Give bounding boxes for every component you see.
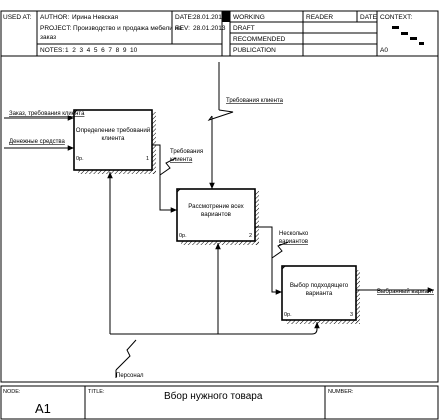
reader-date-label: DATE <box>360 14 378 21</box>
label-mechanism-staff: Персонал <box>116 373 144 379</box>
footer-frame <box>0 385 439 420</box>
used-at-label: USED AT: <box>3 14 32 21</box>
author-label: AUTHOR: <box>40 14 69 21</box>
context-thumbnail <box>392 26 424 45</box>
rev-value: 28.01.2013 <box>193 25 226 32</box>
date-label: DATE: <box>175 14 194 21</box>
activity-3-name-continued: варианта <box>306 290 333 297</box>
label-several: Несколько <box>279 231 309 237</box>
activity-2-cost: 0р. <box>179 233 187 239</box>
project-value: Производство и продажа мебели на <box>73 24 182 32</box>
label-input-order: Заказ, требования клиента <box>9 111 85 117</box>
arrow-a2-to-a3 <box>255 226 282 295</box>
notes-label: NOTES: <box>40 47 64 54</box>
status-draft: DRAFT <box>233 25 255 32</box>
node-value: A1 <box>35 401 51 416</box>
squiggle-a1-a2 <box>159 157 177 176</box>
activity-1-name: Определение требований <box>76 127 151 134</box>
date-value: 28.01.2013 <box>193 14 226 21</box>
number-label: NUMBER: <box>328 389 354 395</box>
diagram-border <box>0 55 439 383</box>
context-node: A0 <box>380 47 388 54</box>
project-label: PROJECT: <box>40 25 72 32</box>
activity-box-1[interactable]: Определение требований клиента 0р. 1 <box>73 109 156 174</box>
status-working: WORKING <box>233 14 265 21</box>
label-requirements: Требования <box>170 149 203 155</box>
status-publication: PUBLICATION <box>233 47 276 54</box>
squiggle-a2-a3 <box>271 241 289 259</box>
activity-box-3[interactable]: Выбор подходящего варианта 0р. 3 <box>281 265 360 324</box>
activity-2-name-continued: вариантов <box>201 211 232 218</box>
arrow-mechanism-a3 <box>218 322 320 335</box>
arrow-mechanism-a2 <box>110 243 221 335</box>
arrow-mechanism-staff <box>115 339 137 378</box>
author-value: Ирина Невская <box>72 14 118 21</box>
reader-label: READER <box>306 14 333 21</box>
arrow-control-requirements <box>209 62 234 189</box>
activity-3-number: 3 <box>350 312 353 318</box>
page-title: Вбор нужного товара <box>164 390 263 402</box>
activity-2-number: 2 <box>249 233 252 239</box>
activity-1-name-continued: клиента <box>102 135 125 142</box>
label-output-chosen: Выбранный вариант <box>377 288 434 295</box>
node-label: NODE: <box>3 389 21 395</box>
activity-1-cost: 0р. <box>76 156 84 162</box>
notes-numbers: 1 2 3 4 5 6 7 8 9 10 <box>65 47 138 54</box>
activity-3-cost: 0р. <box>284 312 292 318</box>
label-input-money: Денежные средства <box>9 139 66 145</box>
status-recommended: RECOMMENDED <box>233 36 286 43</box>
activity-2-name: Рассмотрение всех <box>188 203 244 210</box>
title-label: TITLE: <box>88 389 105 395</box>
activity-box-2[interactable]: Рассмотрение всех вариантов 0р. 2 <box>176 188 259 245</box>
activity-1-number: 1 <box>146 156 149 162</box>
label-several-continued: вариантов <box>279 239 308 245</box>
activity-3-name: Выбор подходящего <box>290 282 349 289</box>
working-status-marker <box>222 11 230 22</box>
project-value-continued: заказ <box>40 34 56 41</box>
context-label: CONTEXT: <box>380 14 412 21</box>
rev-label: REV: <box>175 25 190 32</box>
label-requirements-continued: клиента <box>170 157 193 163</box>
label-control-requirements: Требования клиента <box>226 98 284 104</box>
